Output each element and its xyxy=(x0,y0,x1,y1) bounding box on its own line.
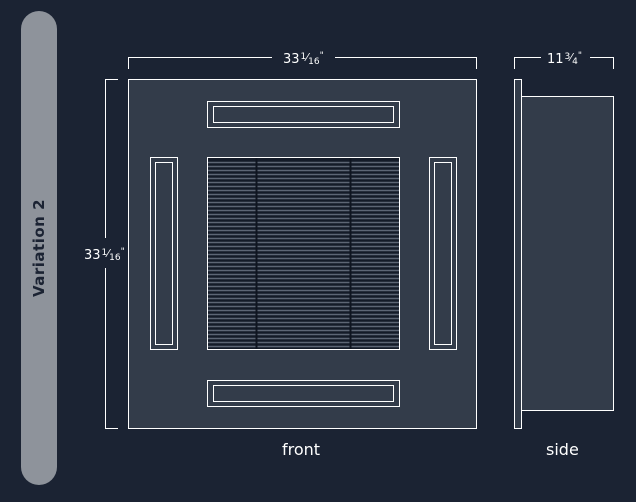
variation-tab: Variation 2 xyxy=(21,11,57,485)
side-body xyxy=(521,96,614,411)
front-height-label: 331⁄16" xyxy=(84,247,125,263)
left-vent-slot xyxy=(150,157,178,350)
side-depth-label: 113⁄4" xyxy=(547,51,582,67)
bottom-vent-slot xyxy=(207,380,400,407)
front-width-dimension xyxy=(128,57,477,69)
right-vent-slot xyxy=(429,157,457,350)
side-depth-dimension xyxy=(514,57,614,69)
side-view-label: side xyxy=(546,440,579,459)
front-width-label: 331⁄16" xyxy=(283,51,324,67)
side-flange xyxy=(514,79,522,429)
top-vent-slot xyxy=(207,101,400,128)
front-height-dimension xyxy=(105,79,118,429)
center-grille xyxy=(207,157,400,350)
front-view-label: front xyxy=(282,440,321,459)
